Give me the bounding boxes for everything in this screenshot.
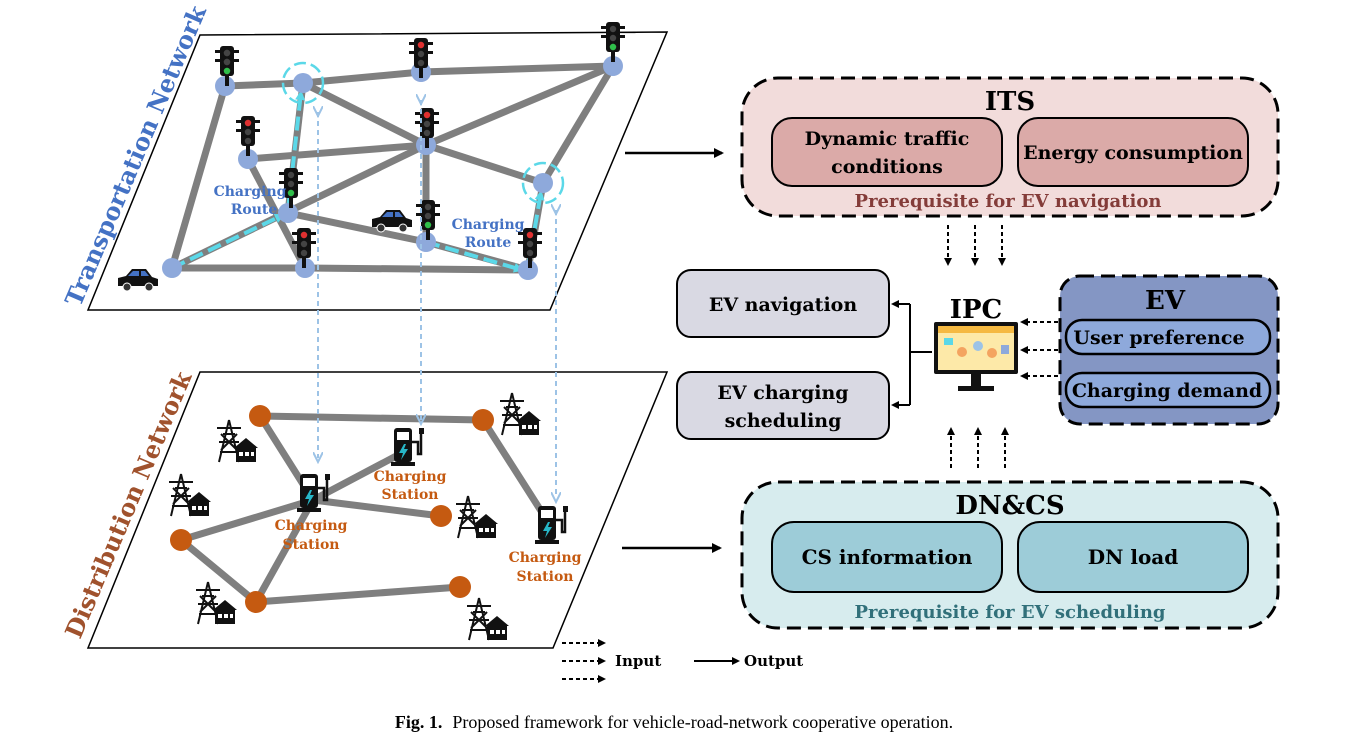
route-label-2-line2: Route: [465, 235, 512, 251]
dncs-item-cs: [771, 521, 1003, 593]
route-label-1-line1: Charging: [214, 184, 287, 200]
station-label-3-line1: Charging: [509, 550, 582, 566]
ev-navigation-label: EV navigation: [709, 294, 857, 316]
dncs-item-cs-label: CS information: [802, 545, 973, 569]
traffic-light-icon: [416, 200, 440, 240]
charging-station-icon: [533, 504, 570, 546]
caption-text: Proposed framework for vehicle-road-netw…: [452, 712, 953, 732]
dncs-item-load: [1017, 521, 1249, 593]
charging-station-icon: [389, 426, 426, 468]
ev-scheduling-box: [676, 371, 890, 440]
its-box: ITS Dynamic traffic conditions Energy co…: [740, 76, 1280, 218]
station-label-1-line2: Station: [382, 487, 439, 503]
legend-output-label: Output: [744, 652, 803, 670]
car-icon: [117, 268, 159, 292]
tower-house-icon: [466, 597, 509, 641]
its-item-energy: [1017, 117, 1249, 187]
its-item-energy-label: Energy consumption: [1023, 142, 1243, 164]
tower-house-icon: [455, 495, 498, 539]
route-label-2-line1: Charging: [452, 217, 525, 233]
transport-title: Transportation Network: [59, 0, 213, 310]
ev-box: EV User preference Charging demand: [1058, 274, 1280, 426]
ev-item-demand-label: Charging demand: [1072, 380, 1262, 402]
ev-item-preference-label: User preference: [1073, 327, 1244, 349]
traffic-light-icon: [601, 22, 625, 62]
figure-caption: Fig. 1. Proposed framework for vehicle-ro…: [395, 712, 953, 732]
ev-to-ipc-arrows: [1020, 318, 1058, 380]
legend-input-label: Input: [615, 652, 661, 670]
ev-scheduling-line2: scheduling: [725, 410, 842, 432]
traffic-light-icon: [215, 46, 239, 86]
transport-plane: [86, 31, 669, 311]
station-label-1-line1: Charging: [374, 469, 447, 485]
its-to-ipc-arrows: [944, 225, 1006, 266]
dncs-title: DN&CS: [955, 491, 1064, 521]
station-label-3-line2: Station: [517, 569, 574, 585]
traffic-light-icon: [409, 38, 433, 78]
transportation-network: Charging Route Charging Route Transporta…: [59, 0, 669, 311]
traffic-light-icon: [236, 116, 260, 156]
route-label-1-line2: Route: [231, 202, 278, 218]
ipc-output-bracket: [891, 300, 932, 409]
dncs-item-load-label: DN load: [1088, 545, 1178, 569]
distribution-title: Distribution Network: [59, 366, 198, 643]
legend: Input Output: [562, 639, 803, 683]
caption-label: Fig. 1.: [395, 712, 443, 732]
distribution-plane: [86, 371, 669, 649]
tower-house-icon: [216, 419, 258, 463]
station-label-2-line1: Charging: [275, 518, 348, 534]
its-item-traffic-line1: Dynamic traffic: [805, 128, 970, 150]
its-title: ITS: [985, 87, 1035, 117]
coupling-links: [318, 100, 556, 498]
distribution-nodes: [170, 405, 494, 613]
car-icon: [371, 209, 413, 233]
charging-station-icon: [295, 472, 332, 514]
its-footer: Prerequisite for EV navigation: [855, 191, 1162, 212]
ipc-unit: IPC: [934, 295, 1018, 391]
ev-title: EV: [1145, 286, 1186, 316]
ev-scheduling-line1: EV charging: [717, 382, 848, 404]
ev-item-demand: [1064, 371, 1272, 409]
station-label-2-line2: Station: [283, 537, 340, 553]
roads: [168, 62, 617, 274]
its-item-traffic: [771, 117, 1003, 187]
tower-house-icon: [499, 392, 541, 436]
monitor-icon: [934, 322, 1018, 391]
dncs-to-ipc-arrows: [947, 427, 1009, 468]
charging-target-rings: [281, 61, 565, 205]
power-lines: [177, 412, 554, 606]
dncs-box: DN&CS CS information DN load Prerequisit…: [740, 480, 1280, 630]
traffic-light-icon: [518, 228, 542, 268]
ev-navigation-box: [676, 269, 890, 338]
dncs-footer: Prerequisite for EV scheduling: [854, 602, 1165, 623]
tower-house-icon: [195, 581, 237, 625]
ipc-title: IPC: [950, 295, 1002, 325]
its-item-traffic-line2: conditions: [831, 156, 943, 178]
traffic-light-icon: [292, 228, 316, 268]
traffic-light-icon: [279, 168, 303, 208]
ev-item-preference: [1064, 318, 1272, 356]
tower-house-icon: [168, 473, 211, 517]
distribution-network: Charging Station Charging Station Chargi…: [59, 366, 669, 649]
